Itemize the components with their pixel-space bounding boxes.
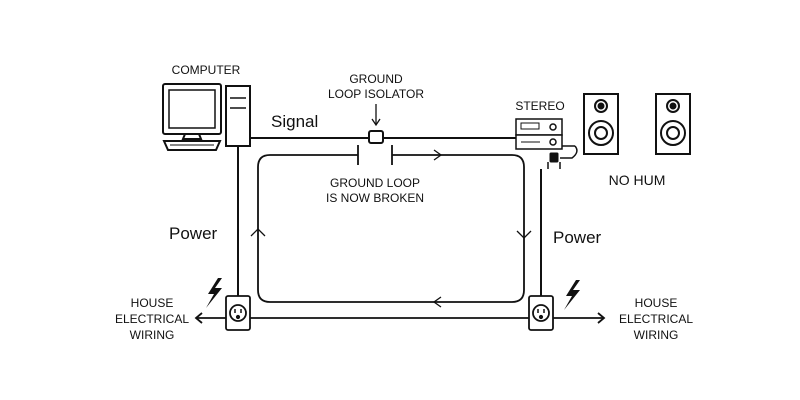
loop-broken-label-line2: IS NOW BROKEN	[326, 191, 424, 205]
lightning-icon-left	[206, 278, 222, 308]
power-label-right: Power	[553, 228, 602, 247]
house-wiring-right-line1: HOUSE	[635, 296, 678, 310]
house-wiring-left-line3: WIRING	[130, 328, 175, 342]
speaker-icon-right	[655, 93, 691, 155]
outlet-icon-left	[225, 295, 251, 331]
power-label-left: Power	[169, 224, 218, 243]
outlet-icon-right	[528, 295, 554, 331]
computer-label: COMPUTER	[172, 63, 241, 77]
house-wiring-right-line3: WIRING	[634, 328, 679, 342]
ground-loop-path	[257, 145, 525, 303]
house-wiring-left-line1: HOUSE	[131, 296, 174, 310]
isolator-label-line2: LOOP ISOLATOR	[328, 87, 424, 101]
stereo-label: STEREO	[515, 99, 564, 113]
lightning-icon-right	[564, 280, 580, 310]
ground-loop-isolator	[368, 104, 384, 144]
speaker-icon-left	[583, 93, 619, 155]
computer-icon	[162, 83, 251, 151]
plug-icon	[547, 152, 561, 169]
no-hum-label: NO HUM	[609, 172, 666, 188]
house-wiring-right-line2: ELECTRICAL	[619, 312, 693, 326]
loop-direction-arrows	[250, 149, 532, 308]
loop-broken-label-line1: GROUND LOOP	[330, 176, 420, 190]
signal-label: Signal	[271, 112, 318, 131]
power-cables	[237, 146, 542, 296]
isolator-label-line1: GROUND	[349, 72, 403, 86]
house-wiring-left-line2: ELECTRICAL	[115, 312, 189, 326]
stereo-icon	[515, 118, 578, 159]
